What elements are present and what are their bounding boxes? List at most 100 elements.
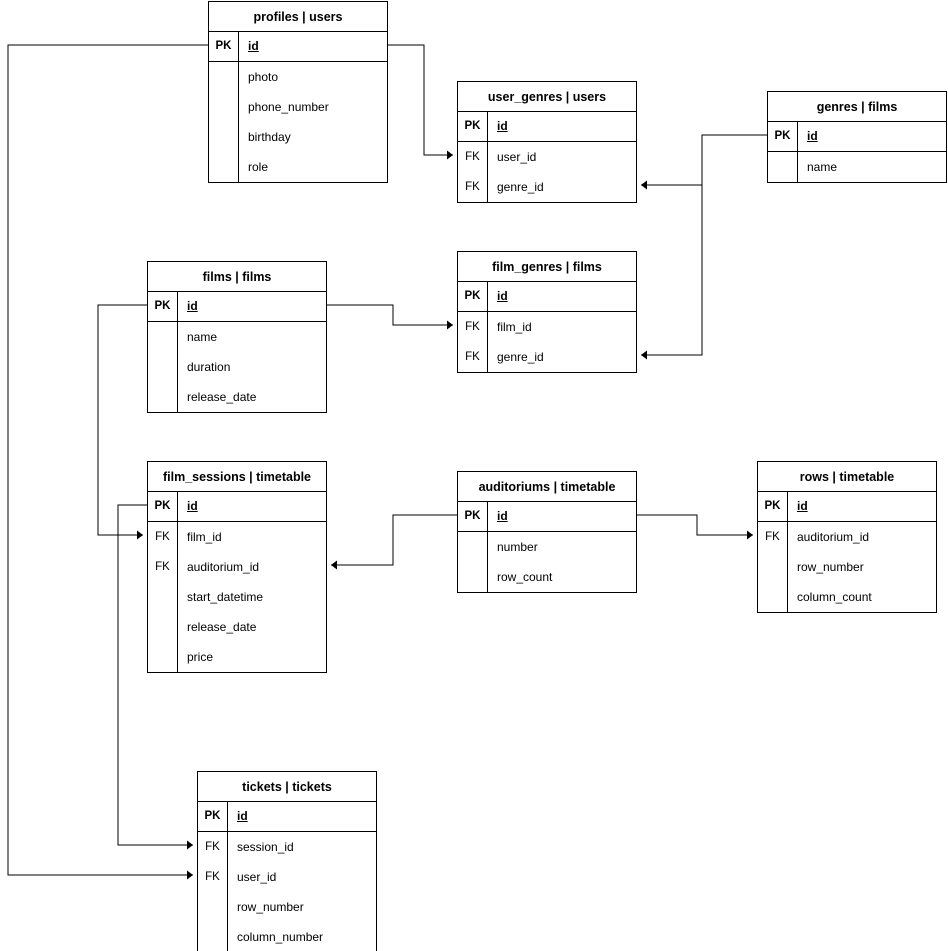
primary-key-row[interactable]: PK id bbox=[148, 492, 326, 522]
name-column: number row_count bbox=[488, 532, 636, 592]
pk-badge: PK bbox=[458, 282, 488, 311]
field-name: genre_id bbox=[497, 350, 544, 364]
primary-key-row[interactable]: PK id bbox=[209, 32, 387, 62]
pk-field-name: id bbox=[807, 129, 818, 143]
relationship-profiles-id-to-user_genres-user_id bbox=[388, 44, 453, 160]
field-key-blank bbox=[198, 892, 227, 922]
field-list: number row_count bbox=[458, 532, 636, 592]
entity-title: tickets | tickets bbox=[198, 772, 376, 802]
field-name: name bbox=[807, 160, 838, 174]
relationship-films-id-to-film_genres-film_id bbox=[327, 304, 453, 330]
pk-badge: PK bbox=[209, 32, 239, 61]
pk-badge: PK bbox=[148, 492, 178, 521]
field-name: auditorium_id bbox=[797, 530, 870, 544]
field-name: role bbox=[248, 160, 269, 174]
relationship-genres-id-to-user_genres-genre_id bbox=[641, 134, 767, 190]
field-list: name bbox=[768, 152, 946, 182]
key-column: FK bbox=[758, 522, 788, 612]
field-key-blank bbox=[148, 322, 177, 352]
pk-field-name: id bbox=[248, 39, 259, 53]
field-name: column_count bbox=[797, 590, 872, 604]
entity-title: user_genres | users bbox=[458, 82, 636, 112]
primary-key-row[interactable]: PK id bbox=[458, 112, 636, 142]
field-name: row_number bbox=[237, 900, 304, 914]
fk-badge: FK bbox=[205, 841, 220, 853]
pk-badge: PK bbox=[148, 292, 178, 321]
fk-badge: FK bbox=[465, 181, 480, 193]
pk-badge: PK bbox=[768, 122, 798, 151]
pk-field-name: id bbox=[497, 119, 508, 133]
field-name: price bbox=[187, 650, 214, 664]
field-key-blank bbox=[768, 152, 797, 182]
field-key-blank bbox=[148, 582, 177, 612]
key-column bbox=[148, 322, 178, 412]
pk-field-name: id bbox=[497, 289, 508, 303]
fk-badge: FK bbox=[155, 561, 170, 573]
field-name: session_id bbox=[237, 840, 294, 854]
primary-key-row[interactable]: PK id bbox=[148, 292, 326, 322]
name-column: name bbox=[798, 152, 946, 182]
field-name: release_date bbox=[187, 390, 257, 404]
pk-badge: PK bbox=[458, 112, 488, 141]
name-column: user_id genre_id bbox=[488, 142, 636, 202]
pk-badge: PK bbox=[458, 502, 488, 531]
field-name: column_number bbox=[237, 930, 324, 944]
field-key-blank bbox=[758, 552, 787, 582]
field-name: auditorium_id bbox=[187, 560, 260, 574]
field-name: genre_id bbox=[497, 180, 544, 194]
entity-title: rows | timetable bbox=[758, 462, 936, 492]
fk-badge: FK bbox=[465, 351, 480, 363]
field-name: release_date bbox=[187, 620, 257, 634]
field-key-blank bbox=[458, 532, 487, 562]
field-name: photo bbox=[248, 70, 279, 84]
pk-field-name: id bbox=[187, 499, 198, 513]
pk-field-name: id bbox=[187, 299, 198, 313]
fk-badge: FK bbox=[465, 321, 480, 333]
field-name: number bbox=[497, 540, 538, 554]
field-key-blank bbox=[148, 612, 177, 642]
field-name: film_id bbox=[187, 530, 222, 544]
field-list: FK FK film_id genre_id bbox=[458, 312, 636, 372]
field-key-blank bbox=[209, 122, 238, 152]
entity-title: profiles | users bbox=[209, 2, 387, 32]
field-key-blank bbox=[758, 582, 787, 612]
field-name: phone_number bbox=[248, 100, 329, 114]
field-key-blank bbox=[148, 352, 177, 382]
primary-key-row[interactable]: PK id bbox=[458, 282, 636, 312]
entity-title: auditoriums | timetable bbox=[458, 472, 636, 502]
relationship-films-id-to-film_sessions-film_id bbox=[97, 304, 147, 540]
field-name: row_count bbox=[497, 570, 553, 584]
field-key-blank bbox=[458, 562, 487, 592]
pk-badge: PK bbox=[758, 492, 788, 521]
key-column bbox=[458, 532, 488, 592]
field-name: duration bbox=[187, 360, 231, 374]
relationship-genres-id-to-film_genres-genre_id bbox=[641, 135, 703, 360]
relationship-auditoriums-id-to-rows-auditorium_id bbox=[637, 514, 753, 540]
field-name: film_id bbox=[497, 320, 532, 334]
primary-key-row[interactable]: PK id bbox=[768, 122, 946, 152]
entity-title: films | films bbox=[148, 262, 326, 292]
field-name: user_id bbox=[497, 150, 537, 164]
